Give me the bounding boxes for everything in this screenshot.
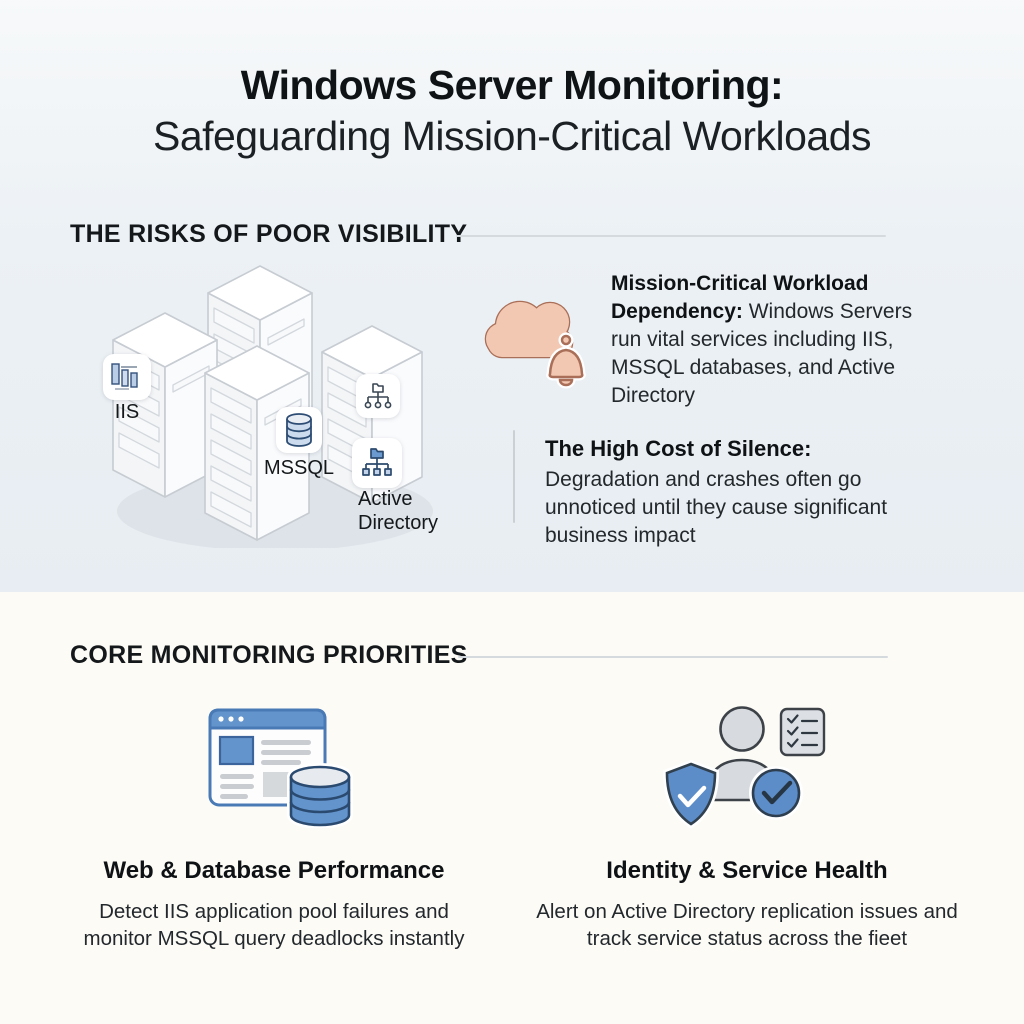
iis-bars-icon bbox=[103, 354, 151, 400]
priorities-section-background bbox=[0, 592, 1024, 1024]
active-directory-label: Active Directory bbox=[358, 488, 439, 534]
user-shield-checklist-icon bbox=[662, 706, 826, 829]
browser-window-database-icon bbox=[208, 708, 353, 828]
database-cylinder-icon bbox=[276, 407, 322, 453]
workload-dependency-heading: Mission-Critical Workload Dependency: bbox=[611, 272, 869, 323]
silence-heading: The High Cost of Silence: bbox=[545, 436, 812, 461]
silence-body: Degradation and crashes often go unnotic… bbox=[545, 468, 888, 547]
risks-section-heading: THE RISKS OF POOR VISIBILITY bbox=[70, 220, 468, 248]
page-title: Windows Server Monitoring: Safeguarding … bbox=[0, 60, 1024, 162]
workload-dependency-text: Mission-Critical Workload Dependency: Wi… bbox=[611, 270, 947, 410]
directory-tree-outline-icon bbox=[356, 374, 400, 418]
priorities-heading-divider bbox=[458, 656, 888, 658]
card-web-db-title: Web & Database Performance bbox=[103, 857, 445, 884]
risks-heading-divider bbox=[456, 235, 886, 237]
silence-divider bbox=[513, 430, 515, 523]
page-title-line2: Safeguarding Mission-Critical Workloads bbox=[152, 113, 872, 159]
card-web-db-body: Detect IIS application pool failures and… bbox=[83, 900, 465, 950]
card-identity-title: Identity & Service Health bbox=[606, 857, 888, 884]
mssql-label: MSSQL bbox=[263, 457, 335, 479]
iis-label: IIS bbox=[114, 401, 140, 423]
cloud-bell-icon bbox=[484, 300, 586, 389]
page-title-line1: Windows Server Monitoring: bbox=[240, 62, 784, 108]
workload-dependency-body: Windows Servers run vital services inclu… bbox=[611, 300, 913, 407]
directory-tree-filled-icon bbox=[352, 438, 402, 488]
priorities-section-heading: CORE MONITORING PRIORITIES bbox=[70, 641, 468, 669]
card-identity-body: Alert on Active Directory replication is… bbox=[536, 900, 958, 950]
